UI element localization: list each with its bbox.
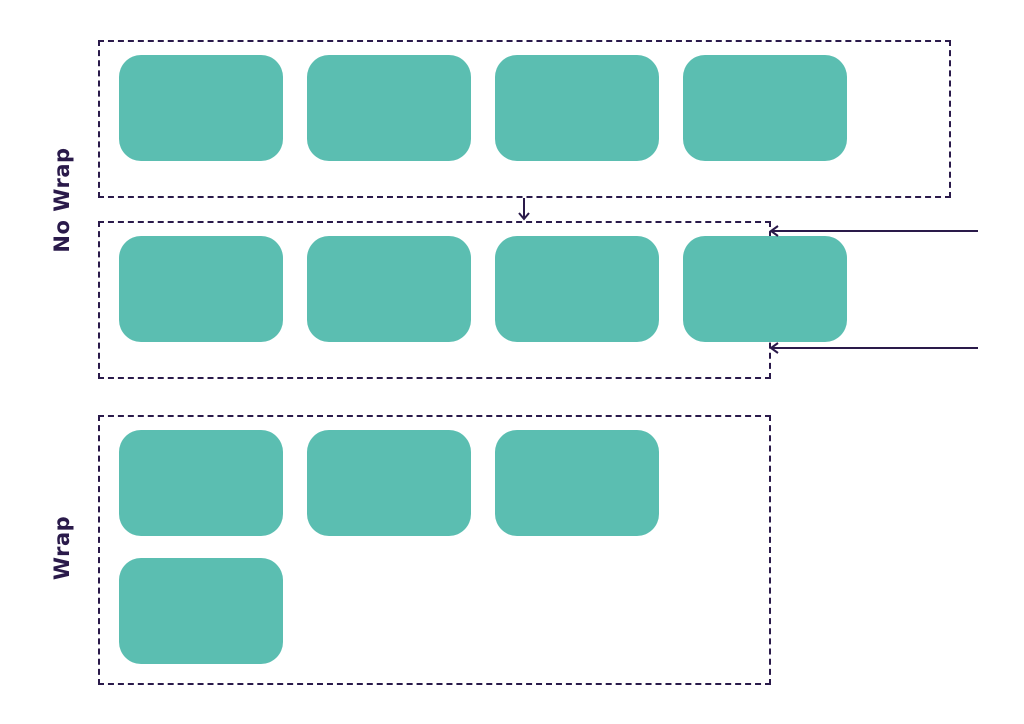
down-arrow-icon <box>518 198 530 221</box>
flex-item-overflowing <box>683 236 847 342</box>
flex-item <box>307 55 471 161</box>
flex-item-wrapped <box>119 558 283 664</box>
flex-item <box>307 430 471 536</box>
left-arrow-top-icon <box>769 225 978 237</box>
flex-item <box>495 55 659 161</box>
flex-item <box>119 236 283 342</box>
flex-item <box>307 236 471 342</box>
flex-item <box>119 430 283 536</box>
flex-item <box>495 430 659 536</box>
flex-item <box>119 55 283 161</box>
no-wrap-wide-container <box>98 40 951 198</box>
flex-item <box>683 55 847 161</box>
wrap-container <box>98 415 771 685</box>
left-arrow-bottom-icon <box>769 342 978 354</box>
flex-item <box>495 236 659 342</box>
